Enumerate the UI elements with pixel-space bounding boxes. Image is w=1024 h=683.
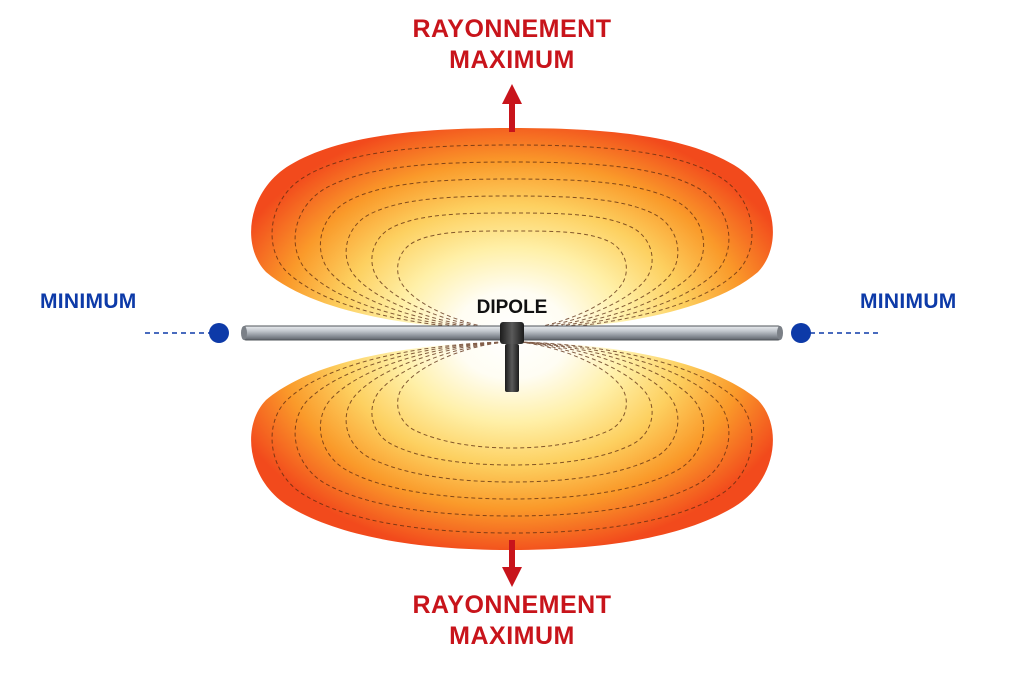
upper-contour-lines bbox=[271, 144, 753, 331]
null-point-right-dot-icon bbox=[791, 323, 811, 343]
dipole-label: DIPOLE bbox=[476, 297, 548, 318]
upper-radiation-lobe bbox=[251, 128, 773, 330]
dipole-feed-block bbox=[500, 322, 524, 344]
min-label-right: MINIMUM bbox=[860, 290, 957, 313]
arrow-up-icon bbox=[502, 84, 522, 132]
lower-radiation-lobe bbox=[251, 342, 773, 550]
top-max-radiation-label: RAYONNEMENT MAXIMUM bbox=[312, 14, 712, 76]
arrow-down-icon bbox=[502, 540, 522, 587]
dipole-antenna bbox=[241, 322, 783, 392]
top-label-line1: RAYONNEMENT bbox=[412, 15, 612, 43]
bottom-max-radiation-label: RAYONNEMENT MAXIMUM bbox=[312, 590, 712, 652]
dipole-rod-right bbox=[520, 325, 782, 341]
bottom-label-line2: MAXIMUM bbox=[449, 622, 575, 650]
lower-contour-lines bbox=[271, 341, 753, 534]
min-label-left: MINIMUM bbox=[40, 290, 137, 313]
dipole-rod-left bbox=[242, 325, 504, 341]
dipole-feed-stem bbox=[505, 344, 519, 392]
top-label-line2: MAXIMUM bbox=[449, 46, 575, 74]
bottom-label-line1: RAYONNEMENT bbox=[412, 591, 612, 619]
null-point-left-dot-icon bbox=[209, 323, 229, 343]
